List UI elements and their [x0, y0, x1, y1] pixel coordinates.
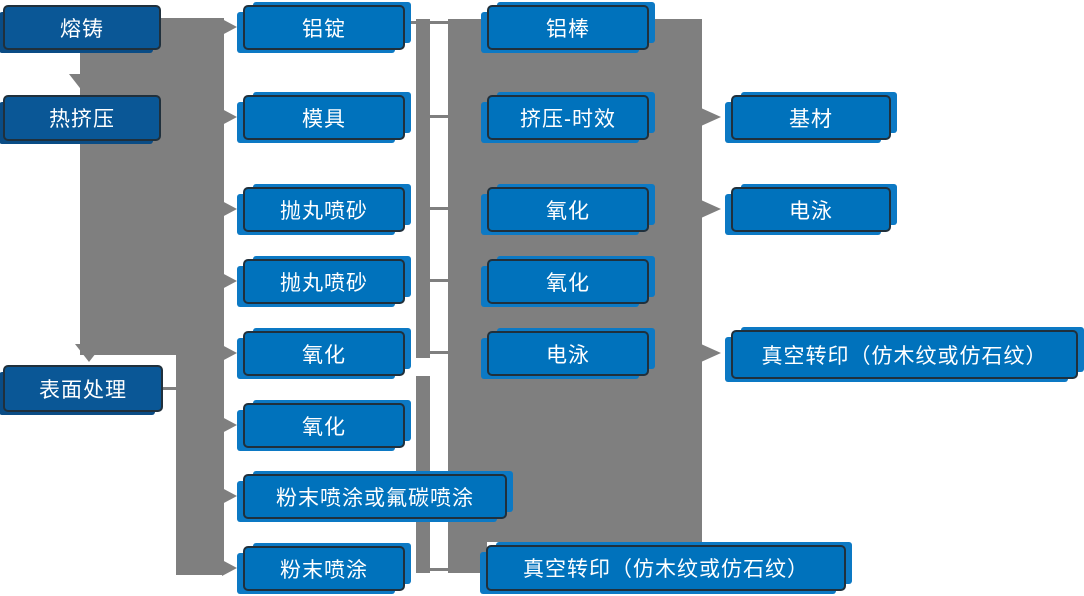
- arrow-right-icon: [222, 273, 237, 289]
- node-aluminum-rod: 铝棒: [487, 5, 649, 50]
- node-electrophoresis-2: 电泳: [731, 187, 891, 232]
- node-vacuum-transfer-1: 真空转印（仿木纹或仿石纹）: [486, 545, 846, 591]
- arrow-right-icon: [222, 201, 237, 217]
- arrow-right-icon: [222, 109, 237, 125]
- node-surface-treatment: 表面处理: [3, 365, 163, 412]
- node-melting-casting: 熔铸: [3, 5, 161, 50]
- node-powder-or-fluorocarbon-coating: 粉末喷涂或氟碳喷涂: [243, 474, 507, 519]
- node-mold: 模具: [243, 95, 405, 140]
- node-shot-blasting-1: 抛丸喷砂: [243, 187, 405, 232]
- arrow-right-icon: [701, 108, 721, 126]
- connector-tick: [406, 21, 450, 24]
- node-vacuum-transfer-2: 真空转印（仿木纹或仿石纹）: [731, 330, 1078, 379]
- node-oxidation-3: 氧化: [487, 187, 649, 232]
- arrow-down-icon: [69, 74, 97, 92]
- arrow-right-icon: [701, 344, 721, 362]
- connector-mid-rail-upper: [416, 19, 430, 358]
- connector-tick: [428, 207, 450, 210]
- node-oxidation-1: 氧化: [243, 331, 405, 376]
- connector-left-trunk-lower: [176, 345, 224, 575]
- arrow-right-icon: [222, 488, 237, 504]
- connector-tick: [428, 568, 450, 571]
- node-oxidation-4: 氧化: [487, 259, 649, 304]
- connector-tick: [428, 115, 450, 118]
- arrow-down-icon: [75, 344, 103, 362]
- node-powder-coating: 粉末喷涂: [243, 546, 405, 591]
- arrow-right-icon: [701, 200, 721, 218]
- arrow-right-icon: [222, 345, 237, 361]
- connector-left-trunk-upper: [80, 18, 224, 355]
- connector-column3-panel-foot: [448, 521, 487, 573]
- arrow-right-icon: [222, 417, 237, 433]
- connector-surface-treatment-line: [163, 387, 178, 390]
- node-aluminum-ingot: 铝锭: [243, 5, 405, 50]
- arrow-right-icon: [222, 560, 237, 576]
- node-extrusion-aging: 挤压-时效: [487, 95, 649, 140]
- node-base-material: 基材: [731, 95, 891, 140]
- arrow-right-icon: [222, 19, 237, 35]
- connector-tick: [428, 279, 450, 282]
- node-electrophoresis-1: 电泳: [487, 331, 649, 376]
- connector-tick: [428, 351, 450, 354]
- node-hot-extrusion: 热挤压: [3, 95, 161, 141]
- node-oxidation-2: 氧化: [243, 403, 405, 448]
- node-shot-blasting-2: 抛丸喷砂: [243, 259, 405, 304]
